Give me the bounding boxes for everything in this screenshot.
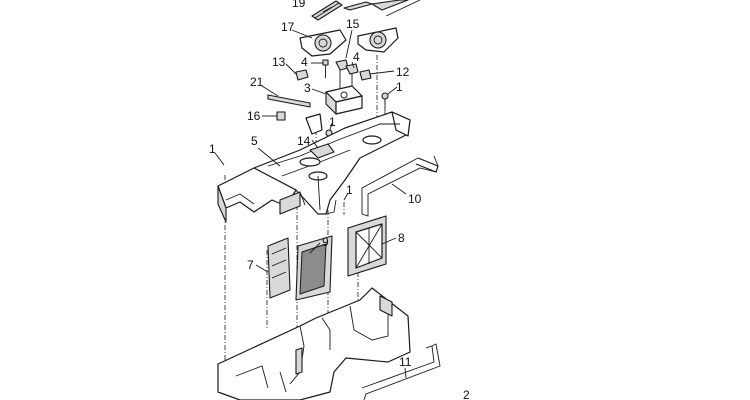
clip-13 — [295, 69, 309, 81]
callout-5: 5 — [251, 134, 258, 148]
callout-13: 13 — [272, 55, 286, 69]
callout-4a: 4 — [301, 55, 308, 69]
callout-1b: 1 — [329, 115, 336, 129]
bolt-4-left — [322, 59, 329, 78]
pad-7 — [267, 237, 291, 299]
callout-3: 3 — [304, 81, 311, 95]
callout-19: 19 — [292, 0, 306, 10]
leader-lines — [214, 6, 407, 379]
shift-plate-left — [299, 29, 347, 57]
callout-14: 14 — [297, 134, 311, 148]
callout-4b: 4 — [353, 50, 360, 64]
callout-16: 16 — [247, 109, 261, 123]
callout-9: 9 — [322, 235, 329, 249]
pad-9 — [295, 235, 333, 301]
frame-11 — [361, 343, 441, 400]
rod-18 — [371, 0, 421, 17]
upper-housing-5 — [253, 111, 411, 215]
callout-1d: 1 — [346, 183, 353, 197]
grille-8 — [347, 215, 387, 277]
callout-8: 8 — [398, 231, 405, 245]
frame-10 — [361, 155, 439, 217]
callout-17: 17 — [281, 20, 295, 34]
callout-labels: 19 17 15 13 4 4 12 21 3 1 16 1 14 5 1 1 … — [209, 0, 470, 400]
callout-2: 2 — [463, 388, 470, 400]
callout-1a: 1 — [396, 80, 403, 94]
nut-16 — [276, 111, 286, 121]
callout-1c: 1 — [209, 142, 216, 156]
callout-7: 7 — [247, 258, 254, 272]
callout-15: 15 — [346, 17, 360, 31]
block-3 — [325, 85, 363, 115]
rod-top-right — [343, 1, 373, 11]
left-skirt — [217, 167, 306, 223]
clip-12 — [359, 69, 372, 81]
rod-19 — [311, 0, 343, 21]
rod-21 — [267, 94, 311, 108]
lower-housing — [217, 287, 411, 400]
callout-11: 11 — [399, 355, 412, 369]
callout-10: 10 — [408, 192, 422, 206]
bolt-1-right — [381, 92, 389, 110]
callout-21: 21 — [250, 75, 264, 89]
callout-12: 12 — [396, 65, 410, 79]
shift-plate-right — [357, 27, 399, 53]
